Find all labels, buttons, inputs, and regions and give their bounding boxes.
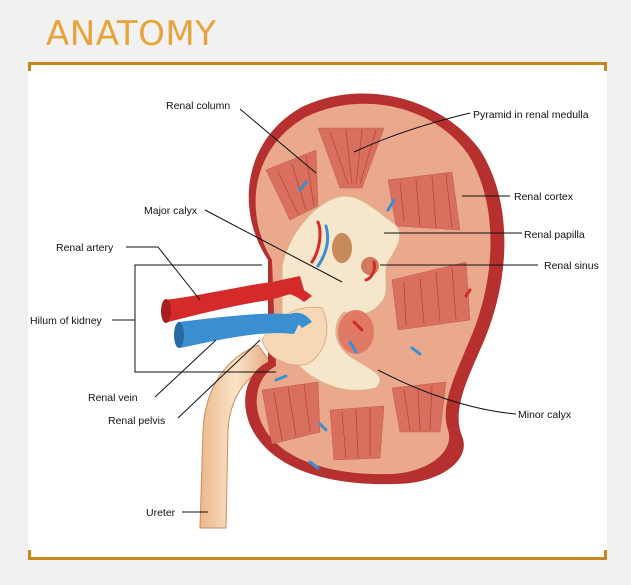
papilla-minor [338, 310, 374, 354]
label-renal-artery: Renal artery [56, 242, 114, 254]
bottom-left-tick [28, 550, 31, 559]
renal-artery-vessel [164, 276, 304, 322]
label-major-calyx: Major calyx [144, 205, 198, 217]
top-left-tick [28, 62, 31, 71]
page-title: ANATOMY [46, 14, 217, 54]
bottom-right-tick [604, 550, 607, 559]
label-minor-calyx: Minor calyx [518, 409, 572, 421]
label-pyramid: Pyramid in renal medulla [473, 109, 589, 121]
label-renal-cortex: Renal cortex [514, 191, 574, 203]
calyx-opening [361, 257, 379, 275]
cortical-vessels [274, 180, 472, 470]
top-border [28, 62, 607, 65]
label-hilum: Hilum of kidney [30, 315, 103, 327]
label-renal-vein: Renal vein [88, 392, 138, 404]
label-renal-papilla: Renal papilla [524, 229, 585, 241]
renal-vein-vessel [178, 313, 300, 348]
leader-lines [126, 108, 538, 513]
label-ureter: Ureter [146, 507, 176, 519]
label-renal-column: Renal column [166, 100, 230, 112]
hilum-bracket [134, 264, 276, 373]
bottom-border [28, 557, 607, 560]
label-renal-pelvis: Renal pelvis [108, 415, 165, 427]
calyx-opening [332, 233, 352, 263]
pyramid-striations [273, 129, 457, 459]
top-right-tick [604, 62, 607, 71]
label-renal-sinus: Renal sinus [544, 260, 599, 272]
